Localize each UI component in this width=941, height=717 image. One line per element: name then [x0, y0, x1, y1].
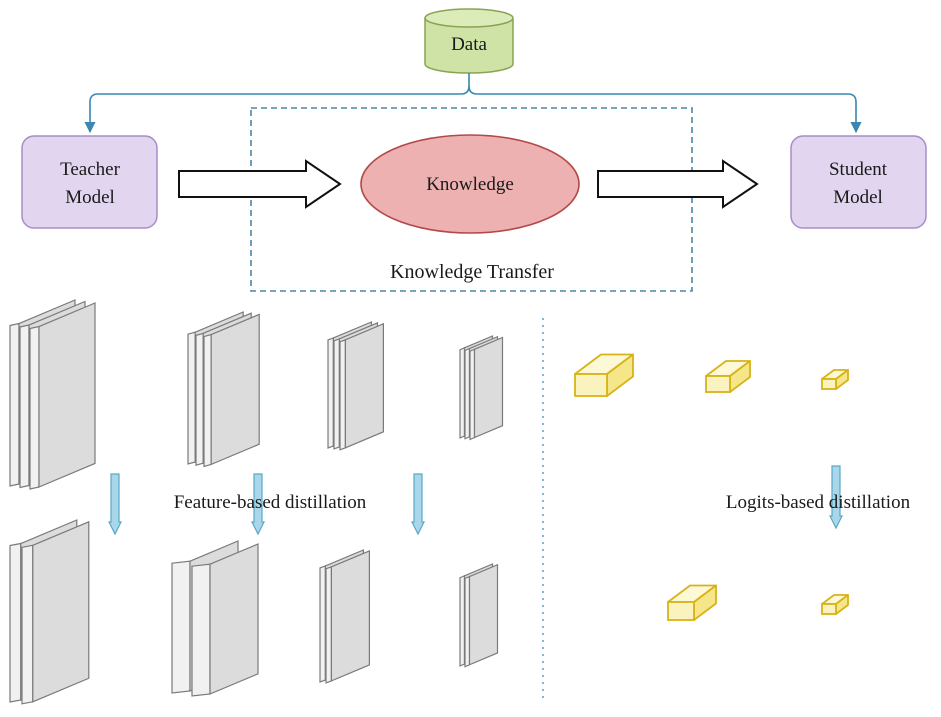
feature-map-stack: [459, 563, 499, 668]
feature-map-side: [9, 322, 20, 487]
knowledge-transfer-box: [250, 107, 693, 292]
feature-map-side: [469, 348, 476, 441]
down-arrows: [108, 465, 843, 536]
down-arrow-icon: [829, 465, 843, 530]
feature-map-sheet: [473, 336, 504, 439]
logits-based-label: Logits-based distillation: [726, 492, 911, 513]
feature-map-stack: [459, 335, 504, 441]
student-model-node: Student Model: [790, 135, 927, 229]
feature-map-side: [203, 333, 212, 468]
logits-cubes: [574, 353, 849, 621]
teacher-to-knowledge-arrow: [178, 159, 342, 209]
logit-cube: [705, 360, 751, 393]
feature-map-side: [171, 560, 191, 694]
knowledge-node: Knowledge: [360, 134, 580, 234]
down-arrow-icon: [108, 473, 122, 536]
feature-map-side: [459, 346, 466, 439]
feature-maps: [9, 299, 504, 705]
logit-cube: [667, 584, 717, 621]
logit-cube: [821, 594, 849, 615]
feature-map-sheet: [210, 313, 260, 466]
feature-map-side: [464, 347, 471, 440]
feature-map-sheet: [344, 322, 384, 449]
student-label-line2: Model: [833, 187, 883, 208]
connector-to-teacher: [84, 73, 470, 134]
feature-map-side: [333, 337, 340, 450]
feature-map-side: [9, 542, 22, 703]
feature-map-stack: [9, 519, 90, 705]
feature-map-side: [195, 332, 204, 466]
feature-map-side: [191, 563, 211, 697]
teacher-label-line2: Model: [65, 187, 115, 208]
knowledge-to-student-arrow: [597, 159, 759, 209]
feature-map-side: [327, 337, 334, 449]
feature-map-side: [19, 324, 30, 489]
feature-map-sheet: [468, 563, 499, 666]
down-arrow-icon: [411, 473, 425, 536]
feature-map-side: [21, 544, 34, 705]
data-label: Data: [451, 34, 487, 55]
feature-map-stack: [187, 311, 260, 468]
feature-map-sheet: [209, 543, 259, 695]
logit-cube: [574, 353, 634, 397]
data-connectors: [84, 73, 862, 134]
student-label-line1: Student: [829, 159, 888, 180]
feature-map-stack: [9, 299, 96, 490]
knowledge-label: Knowledge: [426, 174, 514, 195]
knowledge-transfer-label: Knowledge Transfer: [390, 261, 554, 283]
feature-map-side: [187, 331, 196, 465]
feature-map-sheet: [330, 549, 370, 682]
teacher-model-node: Teacher Model: [21, 135, 158, 229]
feature-based-label: Feature-based distillation: [174, 492, 367, 513]
feature-map-stack: [171, 540, 259, 697]
connector-to-student: [468, 85, 862, 134]
feature-map-stack: [327, 321, 384, 451]
teacher-label-line1: Teacher: [60, 159, 121, 180]
feature-map-side: [464, 575, 471, 668]
feature-map-side: [29, 325, 40, 490]
feature-map-side: [459, 574, 466, 667]
feature-map-side: [325, 565, 332, 684]
feature-map-sheet: [32, 520, 90, 703]
down-arrow-icon: [251, 473, 265, 536]
feature-map-stack: [319, 549, 370, 684]
data-node: Data: [424, 8, 514, 74]
feature-map-sheet: [38, 302, 96, 488]
logit-cube: [821, 369, 849, 390]
feature-map-side: [319, 565, 326, 683]
feature-map-side: [339, 338, 346, 451]
